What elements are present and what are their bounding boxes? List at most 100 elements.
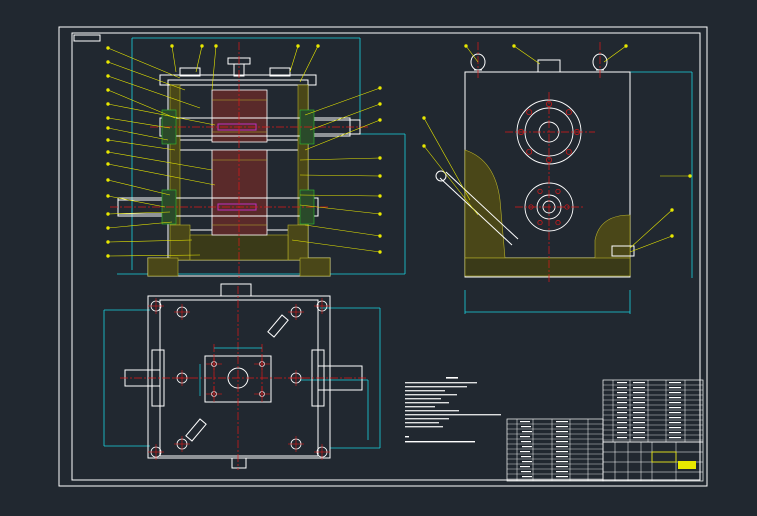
note-line [405, 382, 477, 384]
leader-dot [378, 86, 382, 90]
bolt-hole [565, 109, 572, 116]
drain-plug [611, 245, 635, 257]
leader-dot [106, 102, 110, 106]
leader-dot [378, 194, 382, 198]
leader-dot [170, 44, 174, 48]
note-line [405, 402, 449, 404]
front-centerlines [110, 42, 370, 280]
title-block[interactable] [602, 441, 704, 482]
leader-line [107, 151, 213, 171]
front-section-view[interactable] [106, 37, 406, 280]
leader-line [465, 45, 479, 63]
top-view[interactable] [103, 283, 381, 470]
leader-line [304, 224, 381, 237]
side-view[interactable] [422, 42, 693, 314]
leader-line [107, 61, 186, 91]
top-centerlines [120, 286, 366, 470]
leader-line [629, 209, 673, 249]
leader-dot [106, 74, 110, 78]
leader-dot [378, 212, 382, 216]
bolt-hole [565, 148, 572, 155]
leader-dot [688, 174, 692, 178]
upper-gear [211, 89, 268, 143]
note-line [405, 410, 459, 412]
bolt-hole [537, 188, 543, 194]
leader-line [195, 45, 203, 73]
leader-dot [378, 118, 382, 122]
leader-dot [106, 126, 110, 130]
leader-dot [378, 250, 382, 254]
leader-line [211, 45, 217, 91]
leader-line [513, 45, 541, 65]
sheet-border [58, 26, 708, 487]
front-leader-lines [106, 44, 382, 258]
lower-gear [211, 149, 268, 236]
note-line [405, 398, 441, 400]
inner-dimension [199, 347, 262, 396]
leader-dot [106, 212, 110, 216]
leader-line [107, 179, 171, 196]
leader-dot [624, 44, 628, 48]
leader-line [107, 221, 173, 229]
leader-dot [106, 240, 110, 244]
gearbox-housing-top [124, 283, 363, 469]
bolt-hole [526, 148, 533, 155]
leader-line [304, 87, 381, 116]
note-line [405, 394, 457, 396]
front-dimension-lines [117, 37, 406, 275]
leader-line [107, 89, 176, 119]
leader-line [107, 117, 171, 129]
technical-requirements-notes [405, 377, 501, 443]
title-highlight-small [651, 451, 677, 463]
bolt-hole [555, 188, 561, 194]
leader-line [107, 127, 169, 141]
note-line [405, 422, 439, 424]
leader-dot [106, 138, 110, 142]
leader-line [107, 75, 201, 109]
side-leader-lines [422, 44, 692, 253]
note-line [405, 426, 443, 428]
mounting-bolt-holes [148, 298, 330, 460]
leader-line [289, 45, 299, 73]
note-line [405, 386, 467, 388]
title-highlight [678, 461, 696, 469]
leader-dot [670, 234, 674, 238]
note-line [405, 406, 435, 408]
note-line [405, 441, 475, 443]
lifting-eyes [470, 53, 608, 71]
leader-dot [106, 254, 110, 258]
leader-line [309, 103, 381, 131]
side-hatching [464, 149, 631, 277]
leader-dot [106, 150, 110, 154]
leader-dot [106, 116, 110, 120]
leader-line [291, 239, 381, 253]
parts-list-table[interactable] [506, 379, 704, 482]
bolt-hole [526, 109, 533, 116]
leader-line [299, 194, 381, 197]
leader-line [299, 204, 381, 215]
top-dimension-lines [103, 307, 381, 449]
leader-line [299, 174, 381, 177]
leader-line [603, 45, 627, 63]
leader-dot [200, 44, 204, 48]
leader-dot [422, 144, 426, 148]
leader-line [107, 47, 181, 79]
leader-line [107, 211, 171, 215]
oil-dipstick [435, 170, 519, 246]
leader-dot [214, 44, 218, 48]
leader-dot [106, 88, 110, 92]
leader-dot [106, 162, 110, 166]
leader-dot [512, 44, 516, 48]
leader-line [107, 254, 201, 257]
leader-line [107, 103, 216, 126]
leader-line [423, 117, 471, 201]
leader-dot [378, 102, 382, 106]
leader-line [629, 235, 673, 253]
note-line [405, 414, 501, 416]
leader-line [107, 139, 176, 151]
leader-dot [422, 116, 426, 120]
note-line [405, 418, 449, 420]
leader-dot [106, 178, 110, 182]
leader-dot [378, 156, 382, 160]
